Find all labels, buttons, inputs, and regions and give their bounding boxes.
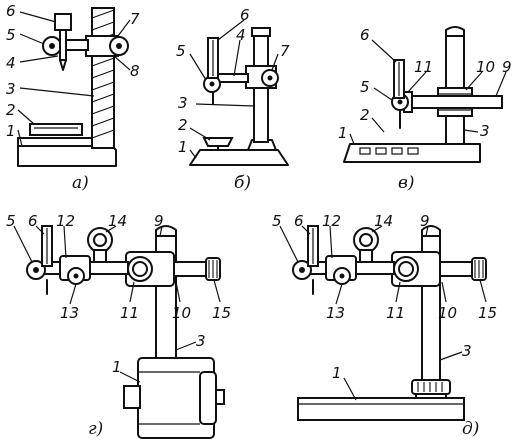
base-part-1 (189, 149, 289, 166)
label-a-1: 1 (6, 122, 16, 140)
knob-center (339, 273, 345, 279)
label-d-5: 5 (272, 212, 282, 230)
base-top (17, 137, 97, 147)
caption-c: в) (398, 173, 415, 193)
label-c-2: 2 (360, 106, 370, 124)
caption-d: д) (462, 419, 479, 439)
label-d-9: 9 (420, 212, 430, 230)
diagram-b: 6 5 4 7 3 2 1 б) (176, 6, 290, 193)
label-b-6: 6 (240, 6, 250, 24)
fine-adjust-post (93, 249, 107, 263)
indicator-tip (59, 59, 67, 71)
collar-knurl (417, 382, 443, 392)
label-d-6: 6 (294, 212, 304, 230)
label-a-4: 4 (6, 54, 16, 72)
label-c-5: 5 (360, 78, 370, 96)
base-switch (199, 371, 217, 425)
label-b-5: 5 (176, 42, 186, 60)
label-c-11: 11 (414, 58, 433, 76)
label-g-5: 5 (6, 212, 16, 230)
label-g-3: 3 (196, 332, 206, 350)
leaders-b (189, 19, 279, 159)
rod-part-9 (439, 261, 473, 277)
label-g-14: 14 (108, 212, 127, 230)
fine-adjust-post (359, 249, 373, 263)
clamp-ring-inner (398, 261, 414, 277)
label-d-3: 3 (462, 342, 472, 360)
indicator-stem (59, 29, 67, 61)
label-g-12: 12 (56, 212, 75, 230)
leaders-g (13, 225, 221, 383)
knob-grip (208, 260, 218, 278)
label-g-15: 15 (212, 304, 231, 322)
base-left-knob (123, 385, 141, 409)
base-slots (359, 147, 419, 155)
label-b-1: 1 (178, 138, 188, 156)
label-c-10: 10 (476, 58, 495, 76)
label-b-4: 4 (236, 26, 246, 44)
fine-adjust-inner (359, 233, 373, 247)
diagram-a: 6 5 4 3 2 1 7 8 а) (6, 2, 140, 193)
caption-b: б) (234, 173, 251, 193)
knob-center (299, 267, 305, 273)
rod-part-9 (173, 261, 207, 277)
label-g-10: 10 (172, 304, 191, 322)
leaders-c (349, 39, 507, 145)
indicator-part-6 (54, 13, 72, 31)
diagram-d: 5 6 12 14 9 13 11 10 15 3 1 д) (272, 212, 497, 439)
label-d-1: 1 (332, 364, 342, 382)
table-part-2 (29, 123, 83, 136)
base-part-1 (343, 143, 481, 163)
caption-g: г) (88, 419, 103, 439)
label-g-11: 11 (120, 304, 139, 322)
knob-center (73, 273, 79, 279)
table-part-2 (202, 137, 234, 147)
clamp-ring-inner (132, 261, 148, 277)
diagram-g: 5 6 12 14 9 13 11 10 15 3 1 г) (6, 212, 231, 439)
base-plate-part-1 (297, 397, 465, 421)
label-a-3: 3 (6, 80, 16, 98)
label-g-6: 6 (28, 212, 38, 230)
label-c-9: 9 (502, 58, 512, 76)
label-d-13: 13 (326, 304, 345, 322)
label-a-7: 7 (130, 10, 140, 28)
column-cap (251, 27, 271, 37)
label-a-2: 2 (6, 101, 16, 119)
label-d-10: 10 (438, 304, 457, 322)
label-g-13: 13 (60, 304, 79, 322)
arm-part-9 (399, 95, 503, 109)
label-a-8: 8 (130, 62, 140, 80)
knob-grip (474, 260, 484, 278)
knob-center (49, 43, 55, 49)
label-d-11: 11 (386, 304, 405, 322)
diagram-c: 6 5 11 10 9 2 1 3 в) (338, 26, 512, 193)
label-a-6: 6 (6, 2, 16, 20)
label-b-3: 3 (178, 94, 188, 112)
column-cap (445, 26, 465, 37)
knob-center (209, 81, 215, 87)
knob-center (33, 267, 39, 273)
label-d-15: 15 (478, 304, 497, 322)
knob-center (116, 43, 122, 49)
leaders-a (17, 11, 131, 147)
label-c-3: 3 (480, 122, 490, 140)
fine-adjust-inner (93, 233, 107, 247)
label-g-1: 1 (112, 358, 122, 376)
label-b-7: 7 (280, 42, 290, 60)
label-g-9: 9 (154, 212, 164, 230)
knob-center (397, 99, 403, 105)
label-a-5: 5 (6, 26, 16, 44)
caption-a: а) (72, 173, 89, 193)
label-c-1: 1 (338, 124, 348, 142)
label-c-6: 6 (360, 26, 370, 44)
leaders-d (279, 225, 487, 401)
label-b-2: 2 (178, 116, 188, 134)
base-right-knob (215, 389, 225, 405)
label-d-14: 14 (374, 212, 393, 230)
label-d-12: 12 (322, 212, 341, 230)
knob-center (267, 75, 273, 81)
